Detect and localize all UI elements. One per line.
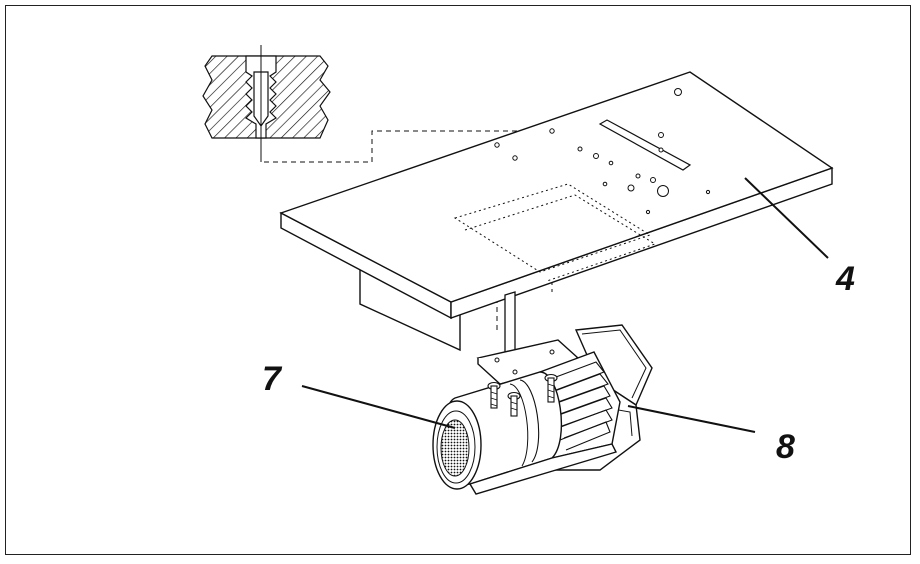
mounting-bolts bbox=[487, 373, 558, 417]
motor-cooling-fins bbox=[547, 361, 613, 451]
motor-vent-grille bbox=[440, 419, 470, 477]
callout-4: 4 bbox=[836, 260, 855, 298]
bolt-1 bbox=[487, 381, 501, 409]
support-post bbox=[504, 291, 516, 353]
callout-8: 8 bbox=[776, 428, 795, 466]
motor bbox=[432, 339, 621, 495]
motor-foot bbox=[468, 443, 617, 495]
diagram-frame bbox=[5, 5, 911, 555]
callout-leaders bbox=[301, 177, 829, 433]
table-slot bbox=[598, 119, 692, 171]
bolt-3 bbox=[544, 373, 558, 403]
bolt-2 bbox=[507, 391, 521, 417]
table-top bbox=[279, 71, 834, 352]
leader-8 bbox=[627, 405, 756, 433]
callout-7: 7 bbox=[262, 360, 281, 398]
screw-detail-inset bbox=[202, 45, 331, 162]
leader-4 bbox=[744, 177, 829, 259]
table-holes bbox=[494, 88, 711, 215]
leader-7 bbox=[301, 385, 456, 429]
